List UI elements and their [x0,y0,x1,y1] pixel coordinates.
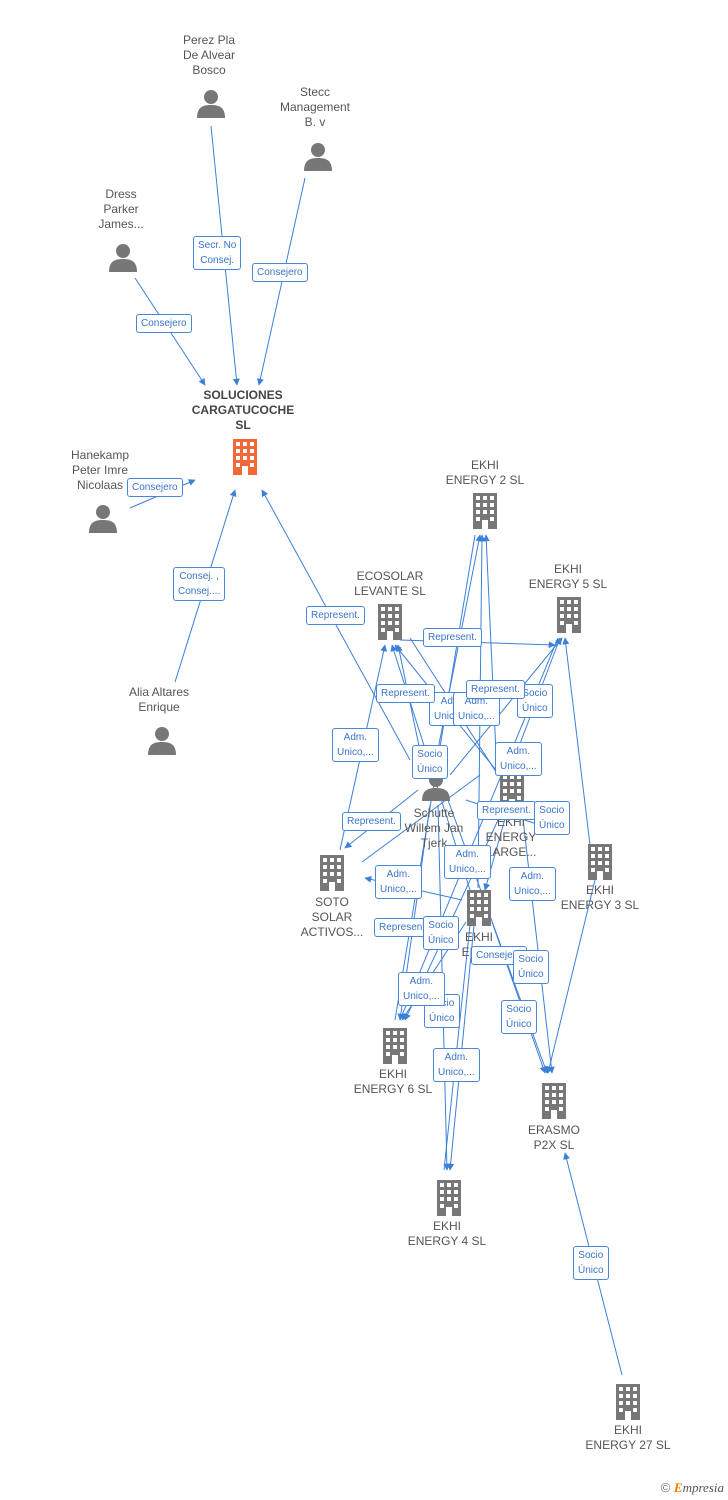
node-ekhi27[interactable]: EKHI ENERGY 27 SL [585,1423,671,1452]
person-icon [197,90,225,118]
relation-badge[interactable]: Consejero [127,478,183,497]
relation-badge[interactable]: Represent. [423,628,482,647]
person-icon [304,143,332,171]
node-ekhi4[interactable]: EKHI ENERGY 4 SL [407,1219,487,1248]
building-icon [378,604,402,640]
building-icon [233,439,257,475]
building-icon [467,890,491,926]
edge-ekhi3-erasmo [546,879,596,1074]
edge-ekhi3-ekhi5 [562,637,591,846]
node-ekhi3[interactable]: EKHI ENERGY 3 SL [560,883,640,912]
relation-badge[interactable]: Consejero [252,263,308,282]
edge-ekhi1-ekhi4 [447,924,475,1171]
relation-badge[interactable]: Socio Único [513,950,549,984]
person-icon [109,244,137,272]
relation-badge[interactable]: Represent. [477,801,536,820]
relation-badge[interactable]: Socio Único [573,1246,609,1280]
relation-badge[interactable]: Represent. [306,606,365,625]
relation-badge[interactable]: Adm. Unico,... [509,867,556,901]
relation-badge[interactable]: Socio Único [501,1000,537,1034]
footer-brand: © Empresia [661,1480,724,1496]
brand-logo[interactable]: Empresia [673,1480,724,1495]
relation-badge[interactable]: Socio Único [412,745,448,779]
edge-large-erasmo [521,809,555,1074]
node-ekhi5[interactable]: EKHI ENERGY 5 SL [528,562,608,591]
node-ekhi6[interactable]: EKHI ENERGY 6 SL [353,1067,433,1096]
edge-schutte-soluciones [261,489,411,761]
relation-badge[interactable]: Represent. [376,684,435,703]
building-icon [320,855,344,891]
node-ecosolar[interactable]: ECOSOLAR LEVANTE SL [354,569,426,598]
building-icon [588,844,612,880]
building-icon [542,1083,566,1119]
relation-badge[interactable]: Secr. No Consej. [193,236,242,270]
building-icon [557,597,581,633]
relation-badge[interactable]: Adm. Unico,... [332,728,379,762]
relation-badge[interactable]: Socio Único [534,801,570,835]
edge-large-ekhi2 [482,534,498,776]
relation-badge[interactable]: Consej. , Consej.... [173,567,226,601]
person-icon [148,727,176,755]
building-icon [437,1180,461,1216]
relation-badge[interactable]: Adm. Unico,... [433,1048,480,1082]
node-ekhi2[interactable]: EKHI ENERGY 2 SL [445,458,525,487]
node-hanekamp[interactable]: Hanekamp Peter Imre Nicolaas [70,448,130,492]
node-schutte[interactable]: Schutte Willem Jan Tjerk [404,806,464,850]
node-perez[interactable]: Perez Pla De Alvear Bosco [182,33,236,77]
relation-badge[interactable]: Socio Único [423,916,459,950]
person-icon [89,505,117,533]
relation-badge[interactable]: Represent. [342,812,401,831]
relation-badge[interactable]: Adm. Unico,... [398,972,445,1006]
relation-badge[interactable]: Socio Único [517,684,553,718]
copyright-symbol: © [660,1480,671,1495]
relation-badge[interactable]: Adm. Unico,... [495,742,542,776]
relation-badge[interactable]: Adm. Unico,... [444,845,491,879]
node-stecc[interactable]: Stecc Management B. v [279,85,351,129]
relation-badge[interactable]: Represent. [466,680,525,699]
edge-schutte-ekhi2 [431,534,483,781]
relation-badge[interactable]: Consejero [136,314,192,333]
building-icon [383,1028,407,1064]
relation-badge[interactable]: Adm. Unico,... [375,865,422,899]
building-icon [616,1384,640,1420]
edge-schutte-ekhi5 [449,637,563,776]
node-erasmo[interactable]: ERASMO P2X SL [527,1123,580,1152]
edge-soto-ekhilarge [361,774,481,863]
building-icon [473,493,497,529]
node-dress[interactable]: Dress Parker James... [98,187,144,231]
node-ekhilarge[interactable]: EKHI ENERGY LARGE... [485,815,537,859]
node-soto[interactable]: SOTO SOLAR ACTIVOS... [300,895,364,939]
relation-badge[interactable]: Consejero [471,946,527,965]
node-soluciones[interactable]: SOLUCIONES CARGATUCOCHE SL [191,388,295,432]
edge-ekhi4-ekhi1 [443,924,471,1171]
node-alia[interactable]: Alia Altares Enrique [128,685,190,714]
